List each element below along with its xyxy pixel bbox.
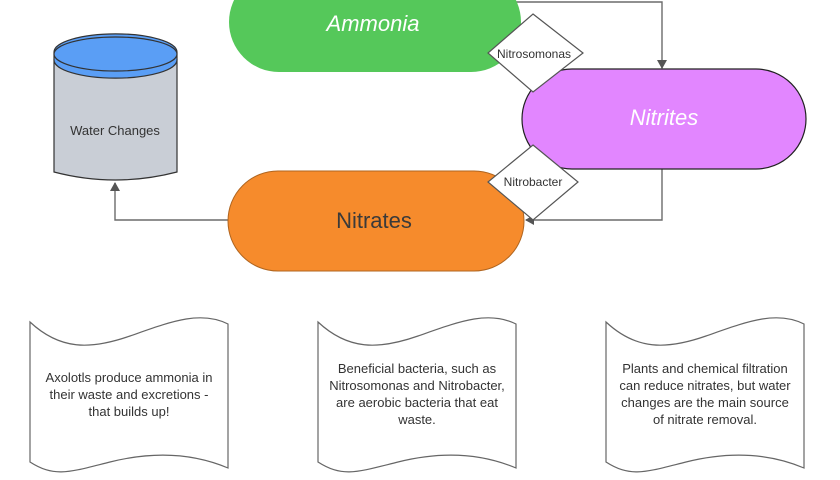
ammonia-to-nitrites-connector xyxy=(508,1,667,69)
note-2-line-3: are aerobic bacteria that eat xyxy=(336,395,498,410)
ammonia-node: Ammonia xyxy=(229,0,521,72)
water-changes-node: Water Changes xyxy=(53,33,178,181)
nitrites-shape xyxy=(521,68,807,170)
note-3-text: Plants and chemical filtration can reduc… xyxy=(608,360,802,428)
nitrobacter-decision: Nitrobacter xyxy=(487,144,579,221)
note-2-line-4: waste. xyxy=(398,412,436,427)
nitrosomonas-diamond xyxy=(487,13,584,93)
water-changes-label: Water Changes xyxy=(70,123,160,138)
nitrates-shape xyxy=(227,170,525,272)
nitrites-node: Nitrites xyxy=(521,68,807,170)
nitrates-label: Nitrates xyxy=(336,208,412,233)
note-2-text: Beneficial bacteria, such as Nitrosomona… xyxy=(320,360,514,428)
note-3-shape xyxy=(605,317,805,473)
note-2-line-2: Nitrosomonas and Nitrobacter, xyxy=(329,378,505,393)
note-3-line-3: changes are the main source xyxy=(621,395,789,410)
nitrates-to-water-changes-connector xyxy=(110,182,228,221)
note-1-line-3: that builds up! xyxy=(88,404,170,419)
note-3-line-4: of nitrate removal. xyxy=(652,412,758,427)
note-2-line-1: Beneficial bacteria, such as xyxy=(337,361,497,376)
note-1-shape xyxy=(29,317,229,473)
nitrosomonas-decision: Nitrosomonas xyxy=(487,13,584,93)
notes xyxy=(29,317,805,473)
nitrates-node: Nitrates xyxy=(227,170,525,272)
note-3-line-1: Plants and chemical filtration xyxy=(622,361,788,376)
note-1-line-1: Axolotls produce ammonia in xyxy=(45,370,213,385)
nitrosomonas-label: Nitrosomonas xyxy=(497,47,571,61)
nitrobacter-label: Nitrobacter xyxy=(504,175,563,189)
water-changes-body xyxy=(53,59,178,181)
note-1-text: Axolotls produce ammonia in their waste … xyxy=(34,369,224,420)
nitrites-to-nitrates-connector xyxy=(525,162,663,225)
note-3-line-2: can reduce nitrates, but water xyxy=(619,378,791,393)
note-2-shape xyxy=(317,317,517,473)
nitrites-label: Nitrites xyxy=(630,105,698,130)
nitrobacter-diamond xyxy=(487,144,579,221)
note-1-line-2: their waste and excretions - xyxy=(49,387,209,402)
ammonia-shape xyxy=(229,0,521,72)
ammonia-label: Ammonia xyxy=(325,11,420,36)
connectors xyxy=(110,1,667,225)
